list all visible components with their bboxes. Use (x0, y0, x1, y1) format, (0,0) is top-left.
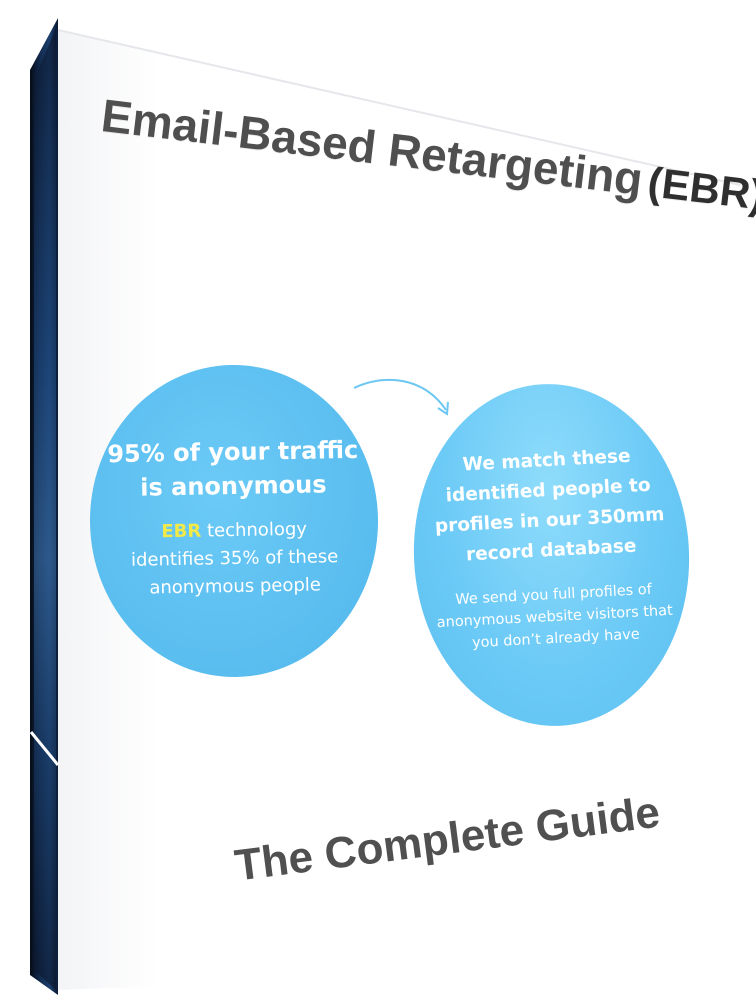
spine-stripe (29, 731, 60, 766)
traffic-body-line1-rest: technology (201, 518, 308, 542)
curved-arrow-icon (353, 378, 449, 416)
match-heading: We match these identified people to prof… (408, 439, 689, 573)
ebr-highlight: EBR (161, 520, 202, 543)
traffic-body-line2: identifies 35% of these (130, 546, 339, 571)
traffic-heading-line2: is anonymous (140, 470, 327, 502)
traffic-heading-line1: 95% of your traffic (107, 435, 359, 469)
traffic-heading: 95% of your traffic is anonymous (89, 432, 378, 505)
traffic-body-line3: anonymous people (149, 574, 322, 599)
traffic-body: EBR technology identifies 35% of these a… (90, 514, 379, 603)
match-body: We send you full profiles of anonymous w… (416, 577, 694, 657)
